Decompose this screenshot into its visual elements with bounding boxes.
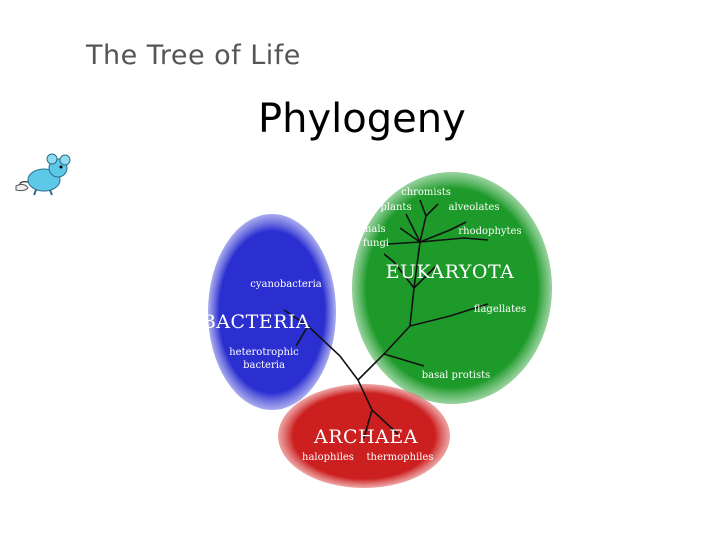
cartoon-mouse-icon bbox=[14, 150, 76, 196]
tree-of-life-diagram: cyanobacteria BACTERIA heterotrophic bac… bbox=[188, 170, 544, 490]
group-label: fungi bbox=[363, 238, 389, 249]
domain-label-eukaryota: EUKARYOTA bbox=[386, 261, 515, 283]
group-label: chromists bbox=[401, 187, 451, 198]
group-label: alveolates bbox=[449, 202, 500, 213]
group-label: plants bbox=[380, 202, 411, 213]
group-label: rhodophytes bbox=[458, 226, 521, 237]
group-label: heterotrophic bbox=[229, 347, 299, 358]
slide-heading: Phylogeny bbox=[258, 96, 466, 142]
group-label: basal protists bbox=[422, 370, 491, 381]
domain-label-archaea: ARCHAEA bbox=[313, 426, 418, 448]
slide-title: The Tree of Life bbox=[86, 40, 301, 71]
group-label: halophiles bbox=[302, 452, 354, 463]
group-label: cyanobacteria bbox=[250, 279, 322, 290]
group-label: bacteria bbox=[243, 360, 285, 371]
group-label: flagellates bbox=[474, 304, 526, 315]
group-label: animals bbox=[346, 224, 385, 235]
group-label: thermophiles bbox=[367, 452, 434, 463]
domain-label-bacteria: BACTERIA bbox=[202, 311, 310, 333]
